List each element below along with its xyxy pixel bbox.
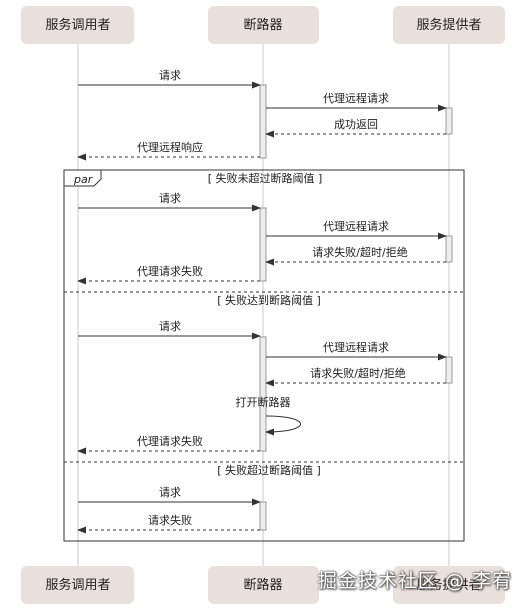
message-label: 代理远程请求: [323, 92, 389, 105]
participant-box: [208, 6, 319, 44]
message-label: 代理请求失败: [137, 434, 203, 448]
message-label: 代理远程请求: [323, 220, 389, 233]
message-label: 代理远程响应: [137, 140, 203, 154]
participant-box: [21, 6, 134, 44]
activation-provider: [445, 107, 453, 135]
guard-label: [ 失败超过断路阈值 ]: [217, 463, 321, 477]
activation-breaker: [259, 501, 267, 531]
message-label: 请求: [159, 69, 181, 82]
watermark: 掘金技术社区 @ 李宥: [317, 570, 512, 592]
message-label: 请求: [159, 320, 181, 333]
participant-label: 断路器: [243, 577, 282, 593]
message-label: 代理远程请求: [323, 341, 389, 354]
par-fragment: [63, 169, 465, 542]
activation-provider: [445, 356, 453, 384]
participant-label: 断路器: [243, 17, 282, 33]
participant-box: [21, 566, 134, 604]
participant-label: 服务提供者: [416, 17, 481, 33]
activation-breaker: [259, 84, 267, 159]
message-label: 请求失败/超时/拒绝: [310, 366, 405, 380]
activation-breaker: [259, 207, 267, 282]
message-label: 请求失败/超时/拒绝: [312, 245, 407, 259]
message-label: 打开断路器: [236, 395, 291, 409]
participant-box: [393, 6, 505, 44]
message-label: 请求: [159, 486, 181, 499]
activation-provider: [445, 235, 453, 263]
guard-label: [ 失败未超过断路阈值 ]: [208, 171, 323, 185]
message-label: 请求失败: [148, 513, 192, 527]
participant-box: [208, 566, 319, 604]
message-label: 代理请求失败: [137, 264, 203, 278]
participant-label: 服务调用者: [45, 577, 110, 593]
guard-label: [ 失败达到断路阈值 ]: [217, 293, 321, 307]
message-label: 请求: [159, 192, 181, 205]
activation-breaker: [259, 336, 267, 452]
message-label: 成功返回: [334, 118, 378, 131]
participant-label: 服务调用者: [45, 17, 110, 33]
fragment-operator-label: par: [73, 173, 94, 186]
fragment-operator-tab: [63, 169, 102, 187]
participant-box: [393, 566, 505, 604]
self-message-arrow: [265, 415, 301, 436]
participant-label: 服务提供者: [416, 577, 481, 593]
